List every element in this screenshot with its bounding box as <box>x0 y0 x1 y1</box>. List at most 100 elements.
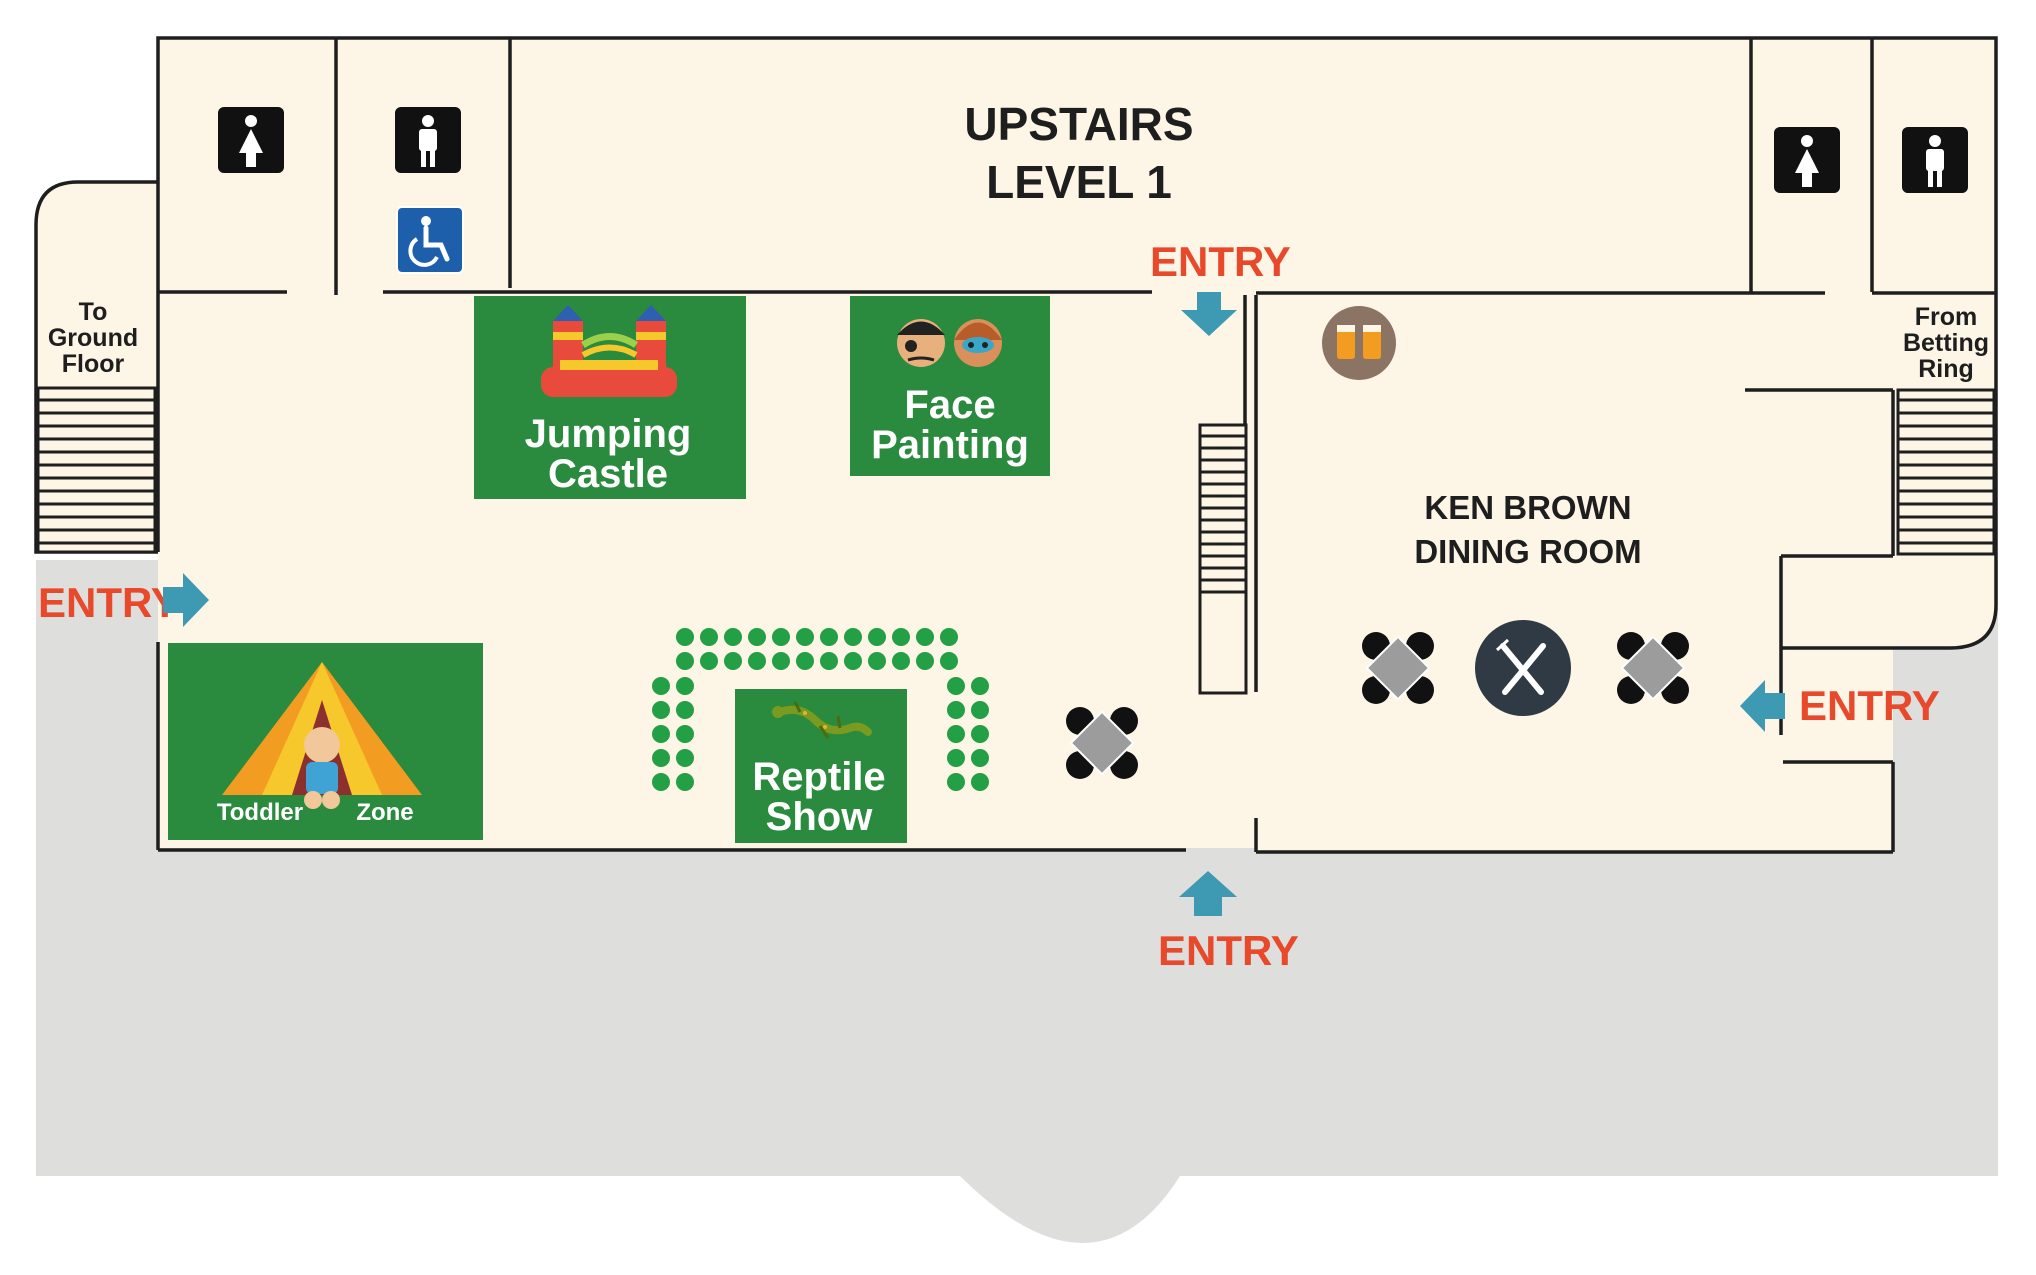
seat-dot <box>676 773 694 791</box>
seat-dot <box>971 677 989 695</box>
dining-room-name: KEN BROWN <box>1424 489 1631 526</box>
dining-tables <box>1066 632 1689 779</box>
entry-left[interactable]: ENTRY <box>38 573 209 627</box>
seat-dot <box>971 725 989 743</box>
seat-dot <box>700 628 718 646</box>
entry-left-label: ENTRY <box>38 579 179 626</box>
seat-dot <box>868 652 886 670</box>
beer-icon[interactable] <box>1322 306 1396 380</box>
seat-dot <box>724 652 742 670</box>
seat-dot <box>676 677 694 695</box>
arrow-right-icon <box>163 573 209 627</box>
zone-toddler-word1: Toddler <box>217 799 303 826</box>
seat-dot <box>844 628 862 646</box>
table-top <box>1620 635 1686 701</box>
staircase-right <box>1896 388 1996 556</box>
seat-dot <box>947 725 965 743</box>
zone-toddler-word2: Zone <box>356 799 413 826</box>
seat-dot <box>676 725 694 743</box>
seat-dot <box>796 652 814 670</box>
seat-dot <box>772 652 790 670</box>
seat-dot <box>820 652 838 670</box>
zone-jumping-castle-line2: Castle <box>548 452 668 496</box>
arrow-down-icon <box>1181 292 1237 336</box>
reptile-show-seating <box>652 628 989 791</box>
seat-dot <box>772 628 790 646</box>
stairs-right-label-line2: Betting <box>1903 329 1989 357</box>
stairs-left-label-line3: Floor <box>62 350 125 378</box>
seat-dot <box>748 652 766 670</box>
seat-dot <box>652 725 670 743</box>
seat-dot <box>820 628 838 646</box>
zone-reptile-show-line1: Reptile <box>752 755 885 799</box>
entry-top-label: ENTRY <box>1150 238 1291 285</box>
seat-dot <box>947 701 965 719</box>
painted-faces-icon <box>897 319 1002 367</box>
dining-table-icon <box>1066 707 1138 779</box>
stairs-right-label: From Betting Ring <box>1903 303 1989 383</box>
seat-dot <box>652 749 670 767</box>
seat-dot <box>796 628 814 646</box>
female-restroom-icon <box>218 107 284 173</box>
zone-face-painting-line1: Face <box>904 383 995 427</box>
seat-dot <box>971 773 989 791</box>
seat-dot <box>940 652 958 670</box>
zone-reptile-show[interactable]: Reptile Show <box>735 689 907 843</box>
male-restroom-icon <box>395 107 461 173</box>
bouncy-castle-icon <box>541 305 677 397</box>
seat-dot <box>676 701 694 719</box>
staircase-center <box>1198 423 1248 695</box>
seat-dot <box>652 677 670 695</box>
table-top <box>1069 710 1135 776</box>
cutlery-icon <box>1475 620 1571 716</box>
seat-dot <box>940 628 958 646</box>
seat-dot <box>892 652 910 670</box>
seat-dot <box>652 773 670 791</box>
stairs-left-label-line1: To <box>79 298 108 326</box>
seat-dot <box>844 652 862 670</box>
dining-table-icon <box>1362 632 1434 704</box>
arrow-left-icon <box>1740 680 1785 732</box>
zone-face-painting[interactable]: Face Painting <box>850 296 1050 476</box>
seat-dot <box>947 677 965 695</box>
male-restroom-icon <box>1902 127 1968 193</box>
seat-dot <box>676 628 694 646</box>
stairs-left-label-line2: Ground <box>48 324 138 352</box>
page-title: UPSTAIRS <box>964 98 1193 150</box>
walls <box>34 36 1998 854</box>
stairs-left-label: To Ground Floor <box>48 298 138 378</box>
zone-reptile-show-line2: Show <box>766 795 874 839</box>
seat-dot <box>676 652 694 670</box>
seat-dot <box>947 773 965 791</box>
tent-baby-icon <box>222 662 422 809</box>
seat-dot <box>700 652 718 670</box>
dining-table-icon <box>1617 632 1689 704</box>
zone-jumping-castle-line1: Jumping <box>525 412 692 456</box>
seat-dot <box>916 628 934 646</box>
stairs-right-label-line3: Ring <box>1918 355 1974 383</box>
arrow-up-icon <box>1179 871 1237 916</box>
staircase-left <box>36 386 157 554</box>
table-top <box>1365 635 1431 701</box>
page-subtitle: LEVEL 1 <box>986 156 1172 208</box>
stairs-right-label-line1: From <box>1915 303 1978 331</box>
entry-right[interactable]: ENTRY <box>1740 680 1940 732</box>
zone-toddler[interactable]: Toddler Zone <box>168 643 483 840</box>
seat-dot <box>947 749 965 767</box>
seat-dot <box>724 628 742 646</box>
seat-dot <box>892 628 910 646</box>
entry-right-label: ENTRY <box>1799 682 1940 729</box>
entry-bottom[interactable]: ENTRY <box>1158 871 1299 974</box>
entry-bottom-label: ENTRY <box>1158 927 1299 974</box>
seat-dot <box>652 701 670 719</box>
entry-top[interactable]: ENTRY <box>1150 238 1291 336</box>
seat-dot <box>971 701 989 719</box>
zone-face-painting-line2: Painting <box>871 423 1029 467</box>
zone-jumping-castle[interactable]: Jumping Castle <box>474 296 746 499</box>
seat-dot <box>676 749 694 767</box>
seat-dot <box>748 628 766 646</box>
accessible-icon <box>396 206 464 274</box>
seat-dot <box>868 628 886 646</box>
female-restroom-icon <box>1774 127 1840 193</box>
